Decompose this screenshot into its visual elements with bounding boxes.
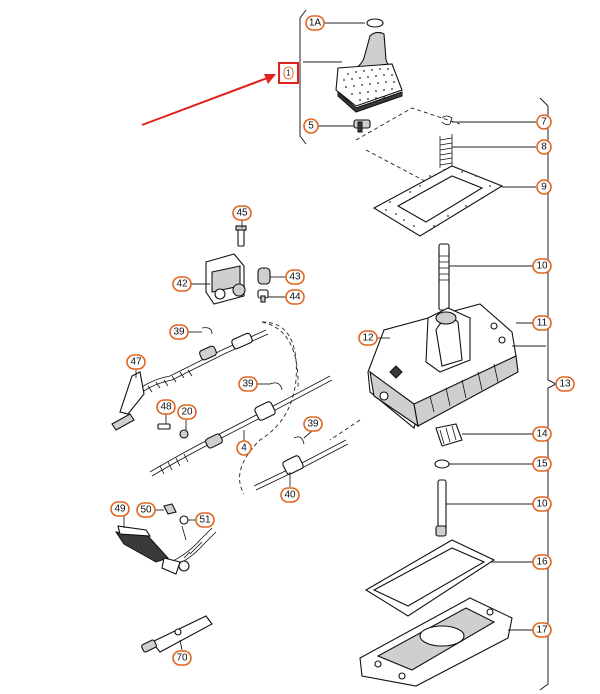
seal-gasket (364, 539, 496, 617)
lever-arm (114, 525, 169, 563)
lower-cable-end (161, 527, 217, 575)
callout-48-label: 48 (160, 402, 172, 413)
boot-seal-frame (372, 165, 504, 237)
callout-11: 11 (532, 315, 552, 331)
callout-40: 40 (280, 487, 300, 503)
callout-5: 5 (303, 118, 319, 134)
nut-small (163, 503, 177, 515)
callout-16: 16 (532, 554, 552, 570)
callout-17: 17 (532, 622, 552, 638)
callout-47-label: 47 (130, 357, 142, 368)
bracket-bolt (235, 225, 247, 247)
small-nut (179, 429, 189, 439)
cable-end-lever (111, 371, 145, 431)
callout-39-upper: 39 (169, 324, 189, 340)
shifter-housing (367, 303, 519, 429)
callout-42: 42 (172, 276, 192, 292)
callout-39-upper-label: 39 (173, 327, 185, 338)
spring (439, 134, 453, 168)
callout-39-middle: 39 (238, 376, 258, 392)
callout-50-label: 50 (140, 505, 152, 516)
callout-42-label: 42 (176, 279, 188, 290)
callout-49-label: 49 (114, 504, 126, 515)
callout-20-label: 20 (181, 407, 193, 418)
callout-12: 12 (358, 330, 378, 346)
grease-tube (141, 615, 213, 653)
small-bolt (157, 423, 171, 430)
callout-7: 7 (536, 114, 552, 130)
callout-39-lower: 39 (303, 416, 323, 432)
callout-51-label: 51 (199, 515, 211, 526)
callout-70-label: 70 (176, 653, 188, 664)
callout-40-label: 40 (284, 490, 296, 501)
washer (434, 459, 450, 469)
callout-17-label: 17 (536, 625, 548, 636)
cable-clip-b (269, 382, 283, 391)
callout-4-label: 4 (241, 443, 247, 454)
knob-cap-emblem (366, 18, 384, 28)
callout-50: 50 (136, 502, 156, 518)
callout-47: 47 (126, 354, 146, 370)
callout-10-upper-label: 10 (536, 261, 548, 272)
callout-7-label: 7 (541, 117, 547, 128)
callout-10-lower: 10 (532, 496, 552, 512)
highlight-arrow (141, 74, 276, 126)
knob-dashed-line (355, 107, 461, 189)
leader-lines (123, 22, 546, 651)
shift-lever-upper (438, 243, 450, 311)
callout-14: 14 (532, 426, 552, 442)
mount-pin (257, 289, 269, 303)
callout-1-label: 1 (286, 69, 291, 78)
callout-49: 49 (110, 501, 130, 517)
callout-44-label: 44 (289, 292, 301, 303)
second-cable (253, 439, 349, 491)
bushing (232, 283, 246, 297)
cable-clip-a (201, 327, 213, 335)
rubber-mount (257, 267, 271, 285)
callout-43: 43 (285, 269, 305, 285)
callout-9-label: 9 (541, 182, 547, 193)
callout-12-label: 12 (362, 333, 374, 344)
spring-clip (441, 115, 453, 126)
callout-48: 48 (156, 399, 176, 415)
callout-16-label: 16 (536, 557, 548, 568)
knob-retaining-clip (353, 119, 371, 133)
callout-45-label: 45 (236, 208, 248, 219)
callout-20: 20 (177, 404, 197, 420)
knob-group-bracket (299, 9, 307, 145)
callout-13-label: 13 (559, 379, 571, 390)
selector-cap (435, 423, 463, 447)
ball-joint (179, 515, 189, 541)
callout-70: 70 (172, 650, 192, 666)
callout-1-highlighted: 1 (278, 62, 299, 84)
cable-route-outline (239, 321, 361, 495)
callout-39-lower-label: 39 (307, 419, 319, 430)
base-plate (359, 597, 513, 687)
callout-10-upper: 10 (532, 258, 552, 274)
callout-15: 15 (532, 456, 552, 472)
callout-13: 13 (555, 376, 575, 392)
callout-5-label: 5 (308, 121, 314, 132)
callout-15-label: 15 (536, 459, 548, 470)
callout-10-lower-label: 10 (536, 499, 548, 510)
callout-1a-label: 1A (309, 18, 322, 29)
shift-cable (149, 375, 333, 477)
callout-51: 51 (195, 512, 215, 528)
callout-11-label: 11 (537, 318, 548, 329)
callout-1a: 1A (305, 15, 325, 31)
gear-knob (335, 31, 403, 113)
callout-45: 45 (232, 205, 252, 221)
cable-clip-c (293, 436, 305, 445)
callout-4: 4 (236, 440, 252, 456)
callout-44: 44 (285, 289, 305, 305)
callout-8-label: 8 (541, 142, 547, 153)
callout-8: 8 (536, 139, 552, 155)
callout-9: 9 (536, 179, 552, 195)
callout-39-middle-label: 39 (242, 379, 254, 390)
shift-lever-lower (435, 479, 447, 537)
callout-14-label: 14 (536, 429, 548, 440)
callout-43-label: 43 (289, 272, 301, 283)
